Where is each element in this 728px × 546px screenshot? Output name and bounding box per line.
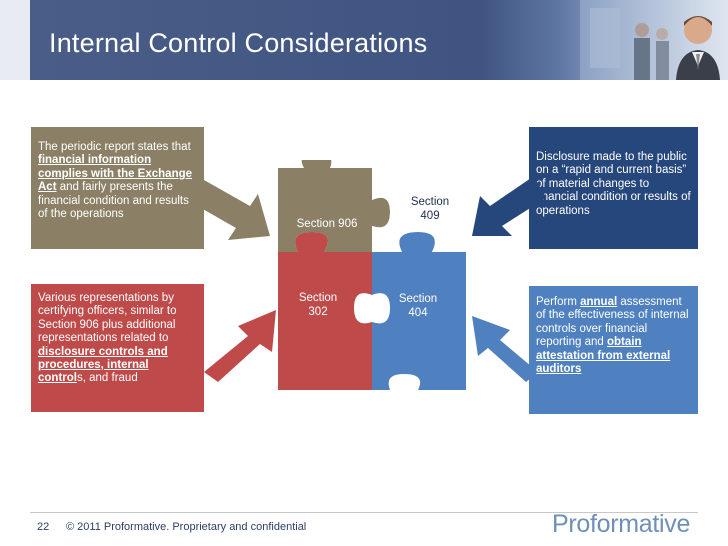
- section-409-label: Section 409: [405, 195, 455, 223]
- label-line: Section: [398, 293, 438, 305]
- page-number: 22: [37, 521, 50, 533]
- label-line: Section: [410, 196, 450, 208]
- proformative-logo: Proformative: [552, 510, 691, 538]
- box-text: assessment of the effectiveness of inter…: [536, 296, 689, 349]
- arrow-icon: [194, 180, 270, 240]
- section-302-label: Section 302: [292, 291, 344, 319]
- business-people-photo-icon: [580, 0, 728, 80]
- officer-representations-box: Various representations by certifying of…: [31, 284, 204, 412]
- periodic-report-box: The periodic report states that financia…: [31, 127, 204, 249]
- label-line: 404: [408, 307, 428, 319]
- puzzle-diagram: [194, 160, 546, 390]
- box-text: s, and fraud: [76, 372, 138, 385]
- puzzle-piece-404: [372, 232, 466, 390]
- label-line: 302: [308, 306, 328, 318]
- puzzle-piece-906: [278, 160, 390, 252]
- footer-divider: [30, 512, 698, 513]
- box-text: The periodic report states that: [38, 141, 191, 153]
- box-text: Disclosure made to the public on a “rapi…: [536, 151, 691, 217]
- header-left-strip: [0, 0, 30, 80]
- box-text: Perform: [536, 296, 581, 308]
- slide-header: Internal Control Considerations: [0, 0, 728, 80]
- section-906-label: Section 906: [296, 218, 358, 230]
- section-404-label: Section 404: [392, 292, 444, 320]
- box-text: Various representations by certifying of…: [38, 292, 177, 345]
- slide-title: Internal Control Considerations: [49, 28, 428, 58]
- puzzle-piece-409: [372, 168, 466, 252]
- disclosure-box: Disclosure made to the public on a “rapi…: [529, 127, 698, 249]
- annual-assessment-box: Perform annual assessment of the effecti…: [529, 286, 698, 414]
- box-highlight: disclosure controls and procedures, inte…: [38, 345, 168, 385]
- arrow-icon: [472, 316, 538, 382]
- box-text: and fairly presents the financial condit…: [38, 181, 189, 221]
- box-highlight: obtain attestation from external auditor…: [536, 336, 671, 376]
- arrow-icon: [472, 176, 546, 236]
- box-highlight: financial information complies with the …: [38, 154, 193, 194]
- label-line: Section: [298, 292, 338, 304]
- label-line: 409: [420, 210, 440, 222]
- copyright-text: © 2011 Proformative. Proprietary and con…: [66, 521, 307, 533]
- arrow-icon: [204, 310, 276, 382]
- box-highlight: annual: [580, 296, 618, 308]
- puzzle-piece-302: [278, 232, 372, 390]
